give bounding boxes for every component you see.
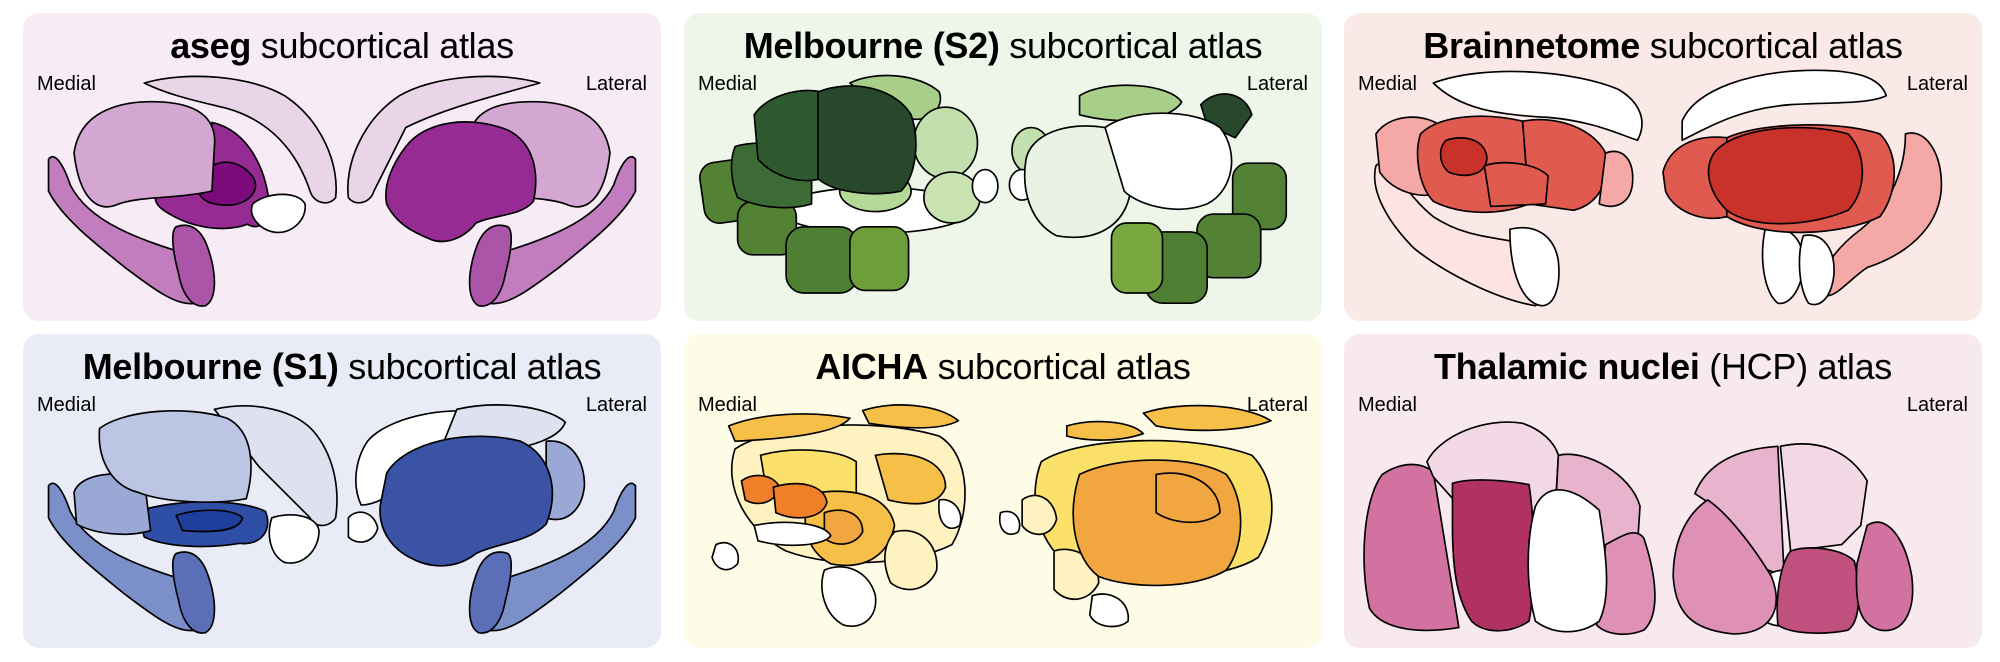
panel-title: Thalamic nuclei (HCP) atlas (1344, 346, 1982, 388)
title-bold: AICHA (815, 346, 928, 387)
brainnetome-lateral-view (1662, 69, 1943, 306)
title-rest: subcortical atlas (1640, 25, 1903, 66)
panel-aseg: aseg subcortical atlas Medial Lateral (23, 13, 661, 321)
medial-label: Medial (1358, 394, 1417, 416)
title-bold: aseg (170, 25, 252, 66)
melbourne-s1-brain-diagram (47, 404, 637, 634)
medial-label: Medial (698, 394, 757, 416)
panel-thalamic-nuclei: Thalamic nuclei (HCP) atlas Medial Later… (1344, 334, 1982, 648)
title-rest: subcortical atlas (338, 346, 602, 387)
panel-title: AICHA subcortical atlas (684, 346, 1322, 388)
title-bold: Melbourne (S1) (82, 346, 339, 387)
title-bold: Brainnetome (1423, 25, 1640, 66)
melbourne-s1-lateral-view (347, 404, 637, 634)
lateral-label: Lateral (585, 394, 647, 416)
melbourne-s1-medial-view (47, 405, 338, 634)
thalamic-medial-view (1363, 421, 1656, 636)
brainnetome-medial-view (1373, 70, 1643, 307)
title-rest: subcortical atlas (927, 346, 1191, 387)
melbourne-s2-brain-diagram (699, 74, 1288, 305)
aicha-brain-diagram (711, 404, 1273, 628)
aicha-medial-view (711, 404, 966, 627)
melbourne-s2-medial-view (699, 74, 999, 294)
panel-title: Melbourne (S2) subcortical atlas (684, 25, 1322, 67)
thalamic-lateral-view (1672, 443, 1914, 635)
aseg-brain-diagram (47, 75, 637, 307)
thalamic-nuclei-brain-diagram (1363, 421, 1914, 636)
aseg-lateral-view (347, 75, 637, 307)
panel-title: aseg subcortical atlas (23, 25, 661, 67)
title-rest: (HCP) atlas (1699, 346, 1893, 387)
lateral-label: Lateral (585, 73, 647, 95)
panel-melbourne-s2: Melbourne (S2) subcortical atlas Medial … (684, 13, 1322, 321)
panel-brainnetome: Brainnetome subcortical atlas Medial Lat… (1344, 13, 1982, 321)
title-bold: Thalamic nuclei (1433, 346, 1700, 387)
lateral-label: Lateral (1906, 73, 1968, 95)
medial-label: Medial (698, 73, 757, 95)
medial-label: Medial (37, 394, 96, 416)
title-rest: subcortical atlas (251, 25, 514, 66)
panel-title: Melbourne (S1) subcortical atlas (23, 346, 661, 388)
brainnetome-brain-diagram (1373, 69, 1943, 307)
lateral-label: Lateral (1246, 73, 1308, 95)
title-bold: Melbourne (S2) (743, 25, 1000, 66)
panel-melbourne-s1: Melbourne (S1) subcortical atlas Medial … (23, 334, 661, 648)
aseg-medial-view (47, 75, 337, 307)
lateral-label: Lateral (1246, 394, 1308, 416)
medial-label: Medial (37, 73, 96, 95)
medial-label: Medial (1358, 73, 1417, 95)
melbourne-s2-lateral-view (1008, 84, 1288, 305)
lateral-label: Lateral (1906, 394, 1968, 416)
panel-title: Brainnetome subcortical atlas (1344, 25, 1982, 67)
aicha-lateral-view (998, 404, 1273, 628)
title-rest: subcortical atlas (999, 25, 1263, 66)
panel-aicha: AICHA subcortical atlas Medial Lateral (684, 334, 1322, 648)
